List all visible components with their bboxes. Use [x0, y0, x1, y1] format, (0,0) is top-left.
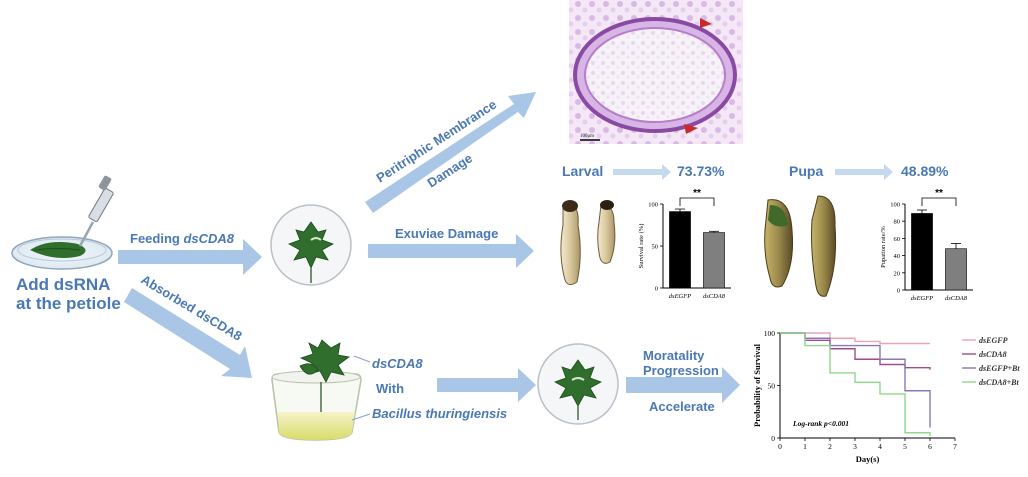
- larval-percent: 73.73%: [677, 163, 725, 179]
- larval-label: Larval: [562, 163, 603, 179]
- exuviae-label: Exuviae Damage: [395, 226, 498, 241]
- exuviae-arrow: [368, 234, 534, 268]
- beaker-illustration: [271, 339, 362, 441]
- with-label: With: [376, 381, 404, 396]
- pointer-line-top: [353, 355, 371, 363]
- y-axis-title: Probability of Survival: [752, 343, 762, 427]
- bar-dsEGFP: [911, 213, 933, 291]
- pupation-chart: 0 20 40 60 80 100 dsEGFP dsCDA8 ** Pupation rate/…: [880, 188, 973, 302]
- y-tick-label: 100: [764, 329, 776, 338]
- feeding-label: Feeding dsCDA8: [130, 231, 235, 246]
- y-axis-title: Survival rate (%): [638, 224, 645, 269]
- series-line-dsEGFP: [780, 332, 930, 345]
- feeding-arrow: [118, 239, 262, 275]
- x-tick-label: dsCDA8: [703, 293, 726, 300]
- bar-dsCDA8: [945, 248, 967, 291]
- y-tick-label: 20: [894, 270, 901, 277]
- y-tick-label: 100: [890, 202, 900, 209]
- y-tick-label: 80: [894, 219, 901, 226]
- peritrophic-arrow: [365, 92, 536, 213]
- legend-label: dsEGFP+Bt: [979, 364, 1020, 373]
- larval-survival-chart: 0 50 100 dsEGFP dsCDA8 ** Survival rate (%): [638, 188, 731, 300]
- x-axis-title: Day(s): [856, 454, 880, 464]
- y-axis-title: Pupation rate/%: [880, 226, 887, 268]
- x-tick-label: dsEGFP: [669, 293, 691, 300]
- significance-bracket: [921, 197, 957, 206]
- larvae-photos: [560, 200, 616, 286]
- y-tick-label: 0: [655, 286, 658, 293]
- mortality-arrow: [626, 367, 740, 403]
- leaf-dish-bottom: [537, 343, 619, 425]
- legend-label: dsEGFP: [979, 336, 1008, 345]
- mortality-label-2: Progression: [643, 363, 719, 378]
- y-tick-label: 0: [771, 434, 775, 443]
- leaf-dish-top: [270, 204, 352, 286]
- y-tick-label: 50: [652, 244, 659, 251]
- y-tick-label: 100: [648, 202, 658, 209]
- y-tick-label: 60: [894, 236, 901, 243]
- legend-label: dsCDA8+Bt: [979, 378, 1019, 387]
- pupa-arrow: [835, 164, 893, 180]
- bar-dsCDA8: [703, 232, 725, 289]
- x-tick-label: dsCDA8: [945, 295, 968, 302]
- mortality-label-1: Moratality: [643, 348, 705, 363]
- x-tick-label: 7: [953, 442, 957, 451]
- dscda8-label: dsCDA8: [372, 356, 423, 371]
- pointer-line-bottom: [351, 413, 371, 421]
- y-tick-label: 0: [897, 288, 900, 295]
- add-dsrna-line1: Add dsRNA: [16, 275, 110, 294]
- pupa-label: Pupa: [789, 163, 823, 179]
- larval-arrow: [613, 164, 671, 180]
- arrows: [118, 92, 893, 403]
- y-tick-label: 40: [894, 253, 901, 260]
- y-tick-label: 50: [768, 382, 776, 391]
- significance-label: **: [693, 188, 701, 199]
- bar-dsEGFP: [669, 211, 691, 289]
- bt-label: Bacillus thuringiensis: [372, 406, 507, 421]
- series-line-dsCDA8+Bt: [780, 332, 931, 436]
- x-tick-label: 6: [928, 442, 932, 451]
- absorbed-arrow: [124, 288, 252, 378]
- legend-label: dsCDA8: [979, 350, 1007, 359]
- mortality-label-3: Accelerate: [649, 399, 715, 414]
- x-tick-label: 5: [903, 442, 907, 451]
- pupa-percent: 48.89%: [901, 163, 949, 179]
- x-tick-label: 0: [778, 442, 782, 451]
- bt-arrow: [437, 368, 536, 402]
- log-rank-annotation: Log-rank p<0.001: [792, 419, 849, 428]
- significance-bracket: [679, 197, 715, 206]
- x-tick-label: dsEGFP: [911, 295, 933, 302]
- x-tick-label: 2: [828, 442, 832, 451]
- peritrophic-micrograph: 100μm: [569, 0, 743, 144]
- x-tick-label: 1: [803, 442, 807, 451]
- significance-label: **: [935, 188, 943, 199]
- petri-dish-illustration: [11, 175, 114, 270]
- add-dsrna-line2: at the petiole: [16, 294, 121, 313]
- x-tick-label: 4: [878, 442, 882, 451]
- pupa-photos: [764, 195, 837, 297]
- scale-bar-label: 100μm: [580, 134, 594, 139]
- x-tick-label: 3: [853, 442, 857, 451]
- pipette-icon: [78, 175, 114, 247]
